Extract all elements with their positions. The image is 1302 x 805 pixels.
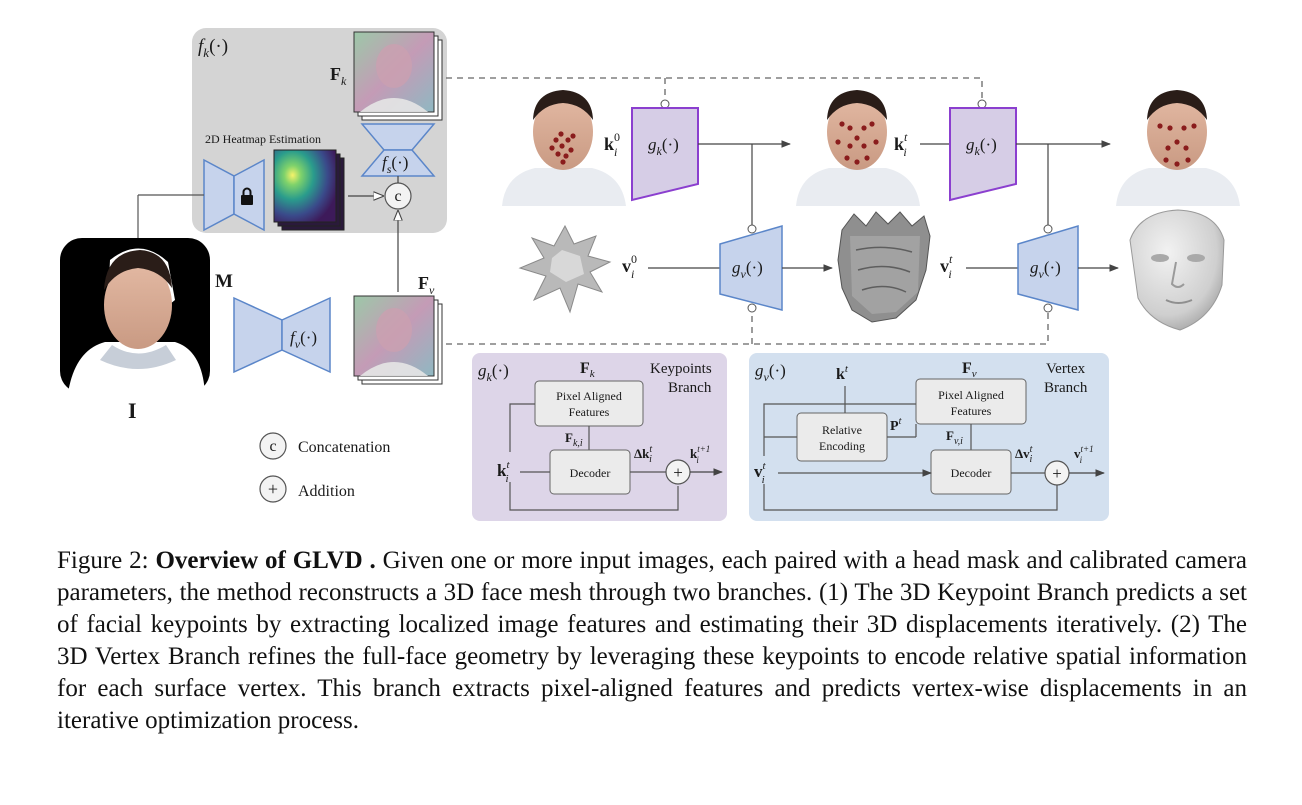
vb-Pt: Pt xyxy=(890,416,902,434)
vb-kt: kt xyxy=(836,363,849,383)
Fv-label: Fv xyxy=(418,273,435,297)
vb-relative-line2: Encoding xyxy=(819,439,865,453)
vb-relative-line1: Relative xyxy=(822,423,862,437)
heatmap-stack xyxy=(273,149,345,231)
spiky-mesh-v0 xyxy=(518,224,612,314)
legend-add-symbol: + xyxy=(268,479,278,499)
gk-label-2: gk(·) xyxy=(966,135,997,158)
fv-feature-stack xyxy=(353,295,443,385)
vb-Fvi: Fv,i xyxy=(946,428,963,447)
face-kt1 xyxy=(1116,90,1240,206)
noisy-mesh xyxy=(837,211,931,323)
vb-decoder-label: Decoder xyxy=(951,466,992,480)
gv-label-2: gv(·) xyxy=(1030,258,1061,281)
vb-pixel-line2: Features xyxy=(951,404,992,418)
gv-label-1: gv(·) xyxy=(732,258,763,281)
vb-Fv: Fv xyxy=(962,360,977,380)
kb-pixel-aligned-box xyxy=(534,380,644,427)
face-kt xyxy=(796,90,920,206)
legend-add-icon xyxy=(259,475,287,503)
vb-relative-encoding-box xyxy=(796,412,888,462)
face-k0 xyxy=(502,90,626,206)
glvd-overview-diagram: fk(·) Fk fs(·) 2D Heatmap Estimation c xyxy=(60,28,1240,521)
fs-network xyxy=(360,123,436,177)
fk-feature-stack xyxy=(353,31,443,121)
Fk-label: Fk xyxy=(330,64,347,88)
vb-branch-title-2: Branch xyxy=(1044,380,1088,396)
gk-network-1 xyxy=(631,107,699,202)
legend-concat-symbol: c xyxy=(269,438,276,455)
gv-network-1 xyxy=(719,225,783,311)
concat-node-symbol: c xyxy=(394,188,401,205)
M-label: M xyxy=(215,271,233,292)
input-image xyxy=(60,238,210,393)
fk-panel-label: fk(·) xyxy=(198,36,228,60)
figure-caption: Figure 2: Overview of GLVD . Given one o… xyxy=(57,545,1247,737)
heatmap-label: 2D Heatmap Estimation xyxy=(205,132,321,146)
fk-dashed-route xyxy=(446,77,983,100)
fs-label: fs(·) xyxy=(382,153,408,176)
fv-label: fv(·) xyxy=(290,328,317,351)
vb-branch-title-1: Vertex xyxy=(1046,361,1086,377)
kb-pixel-line1: Pixel Aligned xyxy=(556,389,622,403)
lock-icon xyxy=(241,187,253,205)
vb-add-symbol: + xyxy=(1052,464,1062,483)
caption-body: Given one or more input images, each pai… xyxy=(57,547,1247,734)
kb-branch-title-2: Branch xyxy=(668,380,712,396)
gk-label-1: gk(·) xyxy=(648,135,679,158)
vb-title: gv(·) xyxy=(755,361,786,384)
legend-concat-label: Concatenation xyxy=(298,439,390,456)
kb-Fki: Fk,i xyxy=(565,430,583,449)
kb-Fk: Fk xyxy=(580,360,596,380)
legend-add-label: Addition xyxy=(298,483,355,500)
smooth-face-mesh xyxy=(1129,209,1225,331)
fv-dashed-route xyxy=(446,310,1049,345)
gv-network-2 xyxy=(1017,224,1079,311)
kb-title: gk(·) xyxy=(478,361,509,384)
caption-prefix: Figure 2: xyxy=(57,547,156,574)
fv-network xyxy=(233,296,331,374)
I-label: I xyxy=(128,398,137,423)
caption-bold-title: Overview of GLVD . xyxy=(155,547,376,574)
kb-pixel-line2: Features xyxy=(569,405,610,419)
kb-add-symbol: + xyxy=(673,463,683,482)
kb-decoder-label: Decoder xyxy=(570,466,611,480)
heatmap-encoder xyxy=(203,158,265,232)
kb-branch-title-1: Keypoints xyxy=(650,361,712,377)
legend-concat-icon xyxy=(259,432,287,460)
vb-pixel-line1: Pixel Aligned xyxy=(938,388,1004,402)
gk-network-2 xyxy=(949,107,1017,202)
